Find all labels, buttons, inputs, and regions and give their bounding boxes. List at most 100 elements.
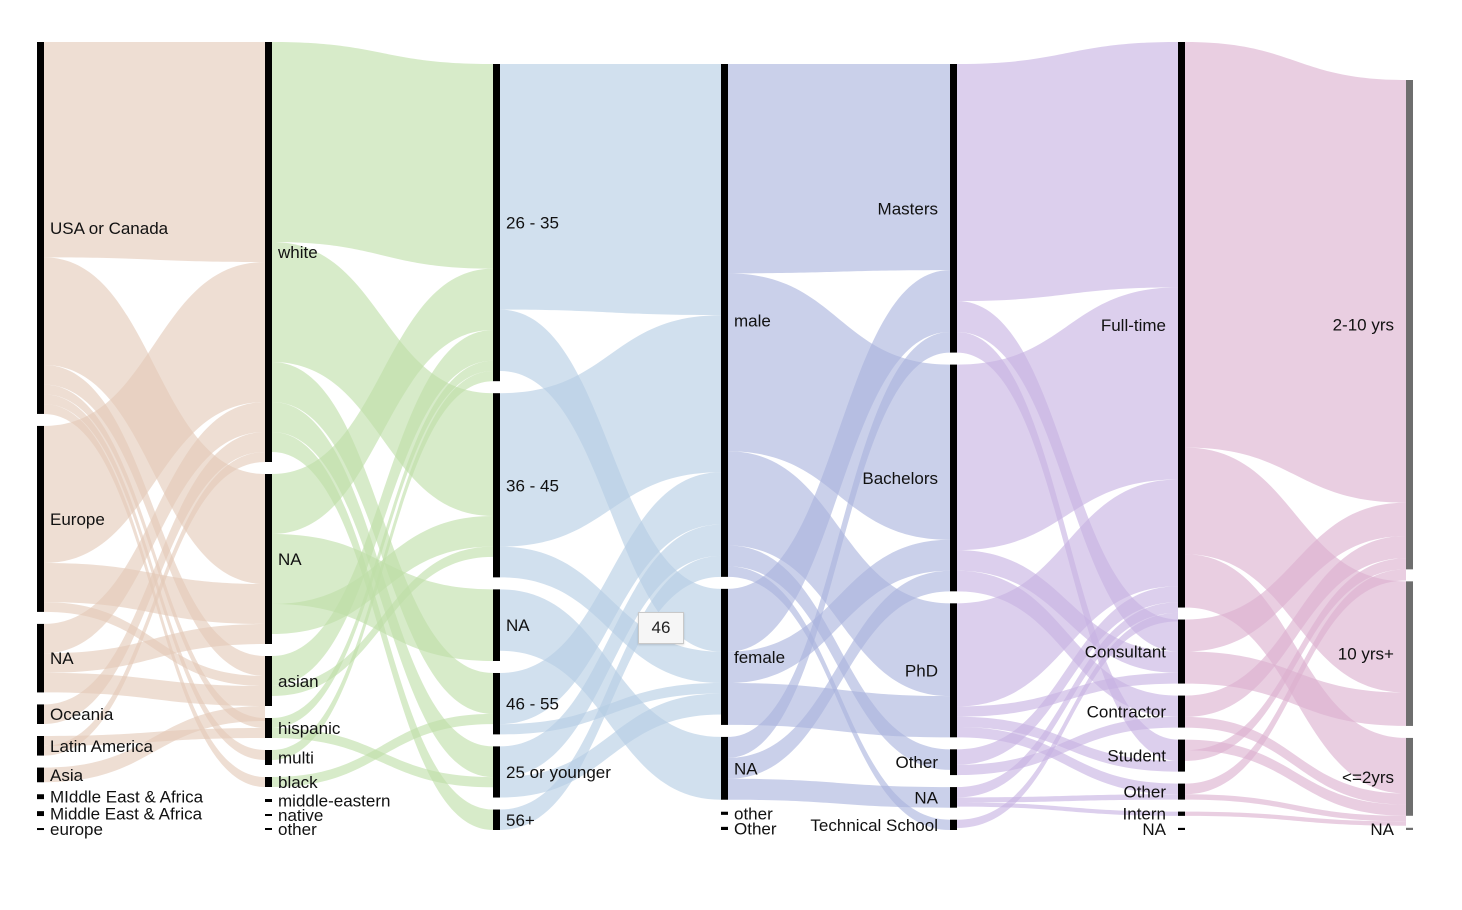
sankey-link-asia-to-asian[interactable] <box>44 706 265 783</box>
sankey-node-education-other[interactable] <box>950 749 957 776</box>
sankey-link-na-to-white[interactable] <box>44 402 265 654</box>
sankey-node-experience--2yrs[interactable] <box>1406 737 1413 816</box>
sankey-node-employment-intern[interactable] <box>1178 811 1185 816</box>
sankey-link-other-to-full-time[interactable] <box>957 586 1178 765</box>
sankey-node-employment-na[interactable] <box>1178 827 1185 830</box>
sankey-link-46-55-to-female[interactable] <box>500 683 721 735</box>
sankey-node-employment-full-time[interactable] <box>1178 42 1185 608</box>
sankey-node-ethnicity-na[interactable] <box>265 474 272 644</box>
sankey-node-age-36-45[interactable] <box>493 393 500 578</box>
sankey-link-male-to-phd[interactable] <box>728 451 950 697</box>
sankey-node-ethnicity-native[interactable] <box>265 814 272 816</box>
sankey-link-consultant-to-2-10-yrs[interactable] <box>1185 502 1406 652</box>
sankey-link-male-to-masters[interactable] <box>728 64 950 274</box>
sankey-link-na-to-na[interactable] <box>272 534 493 661</box>
sankey-link-25-or-younger-to-female[interactable] <box>500 693 721 798</box>
sankey-node-ethnicity-white[interactable] <box>265 42 272 462</box>
sankey-node-age-25-or-younger[interactable] <box>493 746 500 798</box>
sankey-node-gender-other[interactable] <box>721 826 728 830</box>
sankey-link-student-to-2-10-yrs[interactable] <box>1185 558 1406 761</box>
sankey-link-bachelors-to-full-time[interactable] <box>957 287 1178 551</box>
sankey-node-age-26-35[interactable] <box>493 64 500 382</box>
sankey-link-hispanic-to-25-or-younger[interactable] <box>272 728 493 788</box>
sankey-node-region-na[interactable] <box>37 623 44 693</box>
sankey-node-experience-na[interactable] <box>1406 827 1413 830</box>
sankey-link-white-to-26-35[interactable] <box>272 42 493 269</box>
sankey-link-intern-to--2yrs[interactable] <box>1185 811 1406 826</box>
sankey-node-ethnicity-black[interactable] <box>265 777 272 787</box>
sankey-link-latin-america-to-white[interactable] <box>44 452 265 756</box>
sankey-link-36-45-to-male[interactable] <box>500 315 721 547</box>
sankey-link-na-to-bachelors[interactable] <box>728 570 950 779</box>
sankey-link-europe-to-white[interactable] <box>44 262 265 563</box>
sankey-link-masters-to-full-time[interactable] <box>957 42 1178 302</box>
sankey-node-ethnicity-middle-eastern[interactable] <box>265 799 272 802</box>
sankey-link-26-35-to-male[interactable] <box>500 64 721 316</box>
sankey-node-ethnicity-hispanic[interactable] <box>265 718 272 738</box>
sankey-link-consultant-to-10-yrs-[interactable] <box>1185 651 1406 726</box>
sankey-node-education-masters[interactable] <box>950 64 957 353</box>
sankey-node-age-46-55[interactable] <box>493 672 500 735</box>
sankey-node-ethnicity-asian[interactable] <box>265 656 272 706</box>
sankey-link-contractor-to--2yrs[interactable] <box>1185 716 1406 805</box>
sankey-link-46-55-to-male[interactable] <box>500 472 721 725</box>
sankey-node-region-middle-east-africa[interactable] <box>37 794 44 800</box>
sankey-node-gender-female[interactable] <box>721 588 728 725</box>
sankey-node-ethnicity-multi[interactable] <box>265 750 272 765</box>
sankey-link-europe-to-na[interactable] <box>44 562 265 624</box>
sankey-link-asian-to-26-35[interactable] <box>272 330 493 686</box>
sankey-node-education-technical-school[interactable] <box>950 819 957 830</box>
sankey-node-employment-consultant[interactable] <box>1178 619 1185 684</box>
sankey-node-education-phd[interactable] <box>950 603 957 738</box>
sankey-node-region-europe[interactable] <box>37 828 44 831</box>
sankey-link-black-to-46-55[interactable] <box>272 713 493 787</box>
sankey-link-white-to-46-55[interactable] <box>272 362 493 714</box>
sankey-node-region-europe[interactable] <box>37 425 44 612</box>
sankey-node-employment-contractor[interactable] <box>1178 695 1185 728</box>
sankey-link-other-to--2yrs[interactable] <box>1185 794 1406 822</box>
sankey-link-female-to-bachelors[interactable] <box>728 539 950 684</box>
sankey-link-asian-to-36-45[interactable] <box>272 546 493 696</box>
sankey-link-na-to-na[interactable] <box>728 778 950 808</box>
sankey-node-employment-other[interactable] <box>1178 783 1185 800</box>
sankey-link-other-to-2-10-yrs[interactable] <box>1185 569 1406 795</box>
sankey-link-56--to-male[interactable] <box>500 555 721 830</box>
sankey-node-experience-10-yrs-[interactable] <box>1406 581 1413 726</box>
sankey-node-education-bachelors[interactable] <box>950 364 957 592</box>
sankey-link-na-to-26-35[interactable] <box>272 268 493 534</box>
sankey-node-employment-student[interactable] <box>1178 739 1185 772</box>
sankey-link-na-to-36-45[interactable] <box>272 515 493 634</box>
sankey-node-region-usa-or-canada[interactable] <box>37 42 44 414</box>
sankey-node-gender-other[interactable] <box>721 811 728 815</box>
sankey-link-other-to-contractor[interactable] <box>957 716 1178 776</box>
sankey-link-oceania-to-white[interactable] <box>44 432 265 724</box>
sankey-node-region-latin-america[interactable] <box>37 735 44 756</box>
sankey-link-usa-or-canada-to-hispanic[interactable] <box>44 384 265 728</box>
sankey-link-na-to-na[interactable] <box>44 624 265 673</box>
sankey-link-na-to-masters[interactable] <box>728 331 950 758</box>
sankey-link-full-time-to-2-10-yrs[interactable] <box>1185 42 1406 503</box>
sankey-node-age-na[interactable] <box>493 589 500 661</box>
sankey-link-25-or-younger-to-male[interactable] <box>500 524 721 778</box>
sankey-node-region-oceania[interactable] <box>37 704 44 724</box>
sankey-node-region-asia[interactable] <box>37 767 44 783</box>
sankey-node-region-middle-east-africa[interactable] <box>37 811 44 817</box>
sankey-link-hispanic-to-26-35[interactable] <box>272 360 493 728</box>
sankey-node-gender-male[interactable] <box>721 64 728 577</box>
sankey-link-contractor-to-2-10-yrs[interactable] <box>1185 535 1406 717</box>
sankey-node-experience-2-10-yrs[interactable] <box>1406 80 1413 570</box>
sankey-node-gender-na[interactable] <box>721 736 728 800</box>
sankey-link-na-to-full-time[interactable] <box>957 602 1178 798</box>
sankey-link-female-to-masters[interactable] <box>728 270 950 652</box>
sankey-link-male-to-bachelors[interactable] <box>728 273 950 540</box>
sankey-link-phd-to-full-time[interactable] <box>957 479 1178 707</box>
sankey-link-technical-school-to-full-time[interactable] <box>957 612 1178 828</box>
sankey-node-education-na[interactable] <box>950 787 957 808</box>
sankey-link-male-to-other[interactable] <box>728 545 950 770</box>
sankey-node-age-56-[interactable] <box>493 809 500 830</box>
sankey-link-phd-to-other[interactable] <box>957 727 1178 795</box>
sankey-node-ethnicity-other[interactable] <box>265 828 272 830</box>
sankey-link-student-to--2yrs[interactable] <box>1185 739 1406 816</box>
sankey-link-multi-to-26-35[interactable] <box>272 370 493 760</box>
sankey-link-usa-or-canada-to-white[interactable] <box>44 42 265 262</box>
